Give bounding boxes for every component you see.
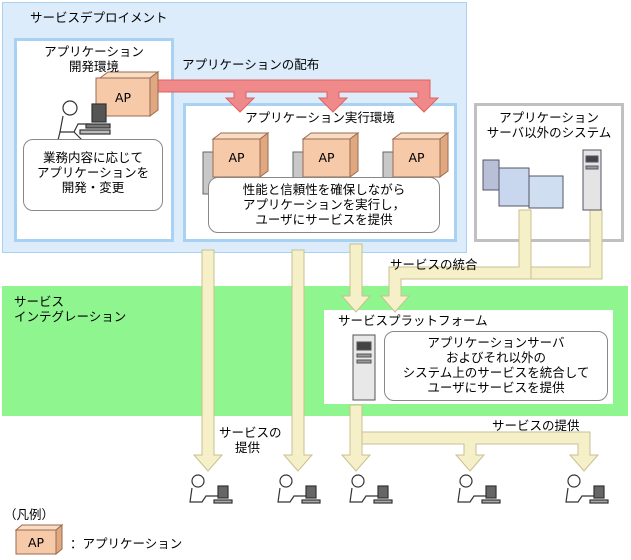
other-systems-title-line1: アプリケーション: [499, 110, 599, 125]
exec-desc-text: 性能と信頼性を確保しながら アプリケーションを実行し， ユーザにサービスを提供: [208, 182, 440, 227]
exec-desc-bubble: [208, 177, 440, 233]
service-arrow-5: [361, 431, 600, 472]
exec-ap-label-3: AP: [408, 150, 425, 165]
service-integration-label: サービス インテグレーション: [14, 294, 126, 324]
platform-desc-line1: アプリケーションサーバ: [427, 335, 565, 350]
platform-desc-bubble: [384, 331, 608, 401]
exec-ap-label-2: AP: [318, 150, 335, 165]
dev-desc-text: 業務内容に応じて アプリケーションを 開発・変更: [23, 150, 163, 195]
platform-desc-line4: ユーザにサービスを提供: [427, 380, 565, 395]
dev-desc-line3: 開発・変更: [61, 180, 125, 195]
other-system-icons: [482, 149, 602, 211]
integration-arrow-2: [530, 209, 603, 280]
legend-ap-label: AP: [27, 535, 45, 550]
service-arrow-2: [282, 249, 314, 472]
dev-desc-line1: 業務内容に応じて: [42, 150, 143, 165]
service-integration-line2: インテグレーション: [14, 309, 127, 324]
exec-desc-line3: ユーザにサービスを提供: [255, 212, 393, 227]
platform-title: サービスプラットフォーム: [338, 313, 488, 328]
distribution-label: アプリケーションの配布: [182, 57, 320, 72]
service-arrow-4: [340, 404, 372, 472]
dev-ap-label: AP: [114, 90, 132, 105]
legend-ap-box: [14, 523, 64, 556]
dev-desc-bubble: [23, 139, 163, 211]
dev-env-title-line2: 開発環境: [68, 59, 119, 74]
service-deployment-label: サービスデプロイメント: [30, 10, 168, 25]
provision-label-left-line2: 提供: [235, 440, 261, 455]
service-integration-line1: サービス: [14, 294, 65, 309]
provision-label-right: サービスの提供: [492, 418, 580, 433]
provision-label-left-line1: サービスの: [219, 425, 282, 440]
dev-env-title-line1: アプリケーション: [44, 44, 144, 59]
dev-env-title: アプリケーション 開発環境: [17, 44, 171, 74]
service-arrow-1: [192, 249, 224, 472]
dev-desc-line2: アプリケーションを: [36, 165, 150, 180]
service-arrow-3: [340, 243, 372, 313]
exec-desc-line2: アプリケーションを実行し，: [242, 197, 406, 212]
other-systems-title: アプリケーション サーバ以外のシステム: [477, 110, 621, 140]
platform-desc-line3: システム上のサービスを統合して: [402, 365, 590, 380]
developer-person-icon: [57, 100, 111, 141]
exec-desc-line1: 性能と信頼性を確保しながら: [242, 182, 406, 197]
user-icons: [189, 474, 609, 504]
exec-ap-boxes: [211, 132, 450, 178]
platform-desc-text: アプリケーションサーバ およびそれ以外の システム上のサービスを統合して ユーザ…: [384, 335, 608, 395]
legend-desc: ：アプリケーション: [70, 536, 183, 551]
other-systems-title-line2: サーバ以外のシステム: [486, 125, 612, 140]
provision-label-left: サービスの 提供: [219, 425, 282, 455]
distribution-arrow: [149, 79, 440, 113]
integration-label: サービスの統合: [390, 257, 478, 272]
legend-title: （凡例）: [4, 507, 55, 522]
exec-env-title: アプリケーション実行環境: [245, 110, 395, 125]
platform-desc-line2: およびそれ以外の: [445, 350, 546, 365]
platform-server-icon: [352, 334, 376, 401]
exec-ap-label-1: AP: [228, 150, 245, 165]
